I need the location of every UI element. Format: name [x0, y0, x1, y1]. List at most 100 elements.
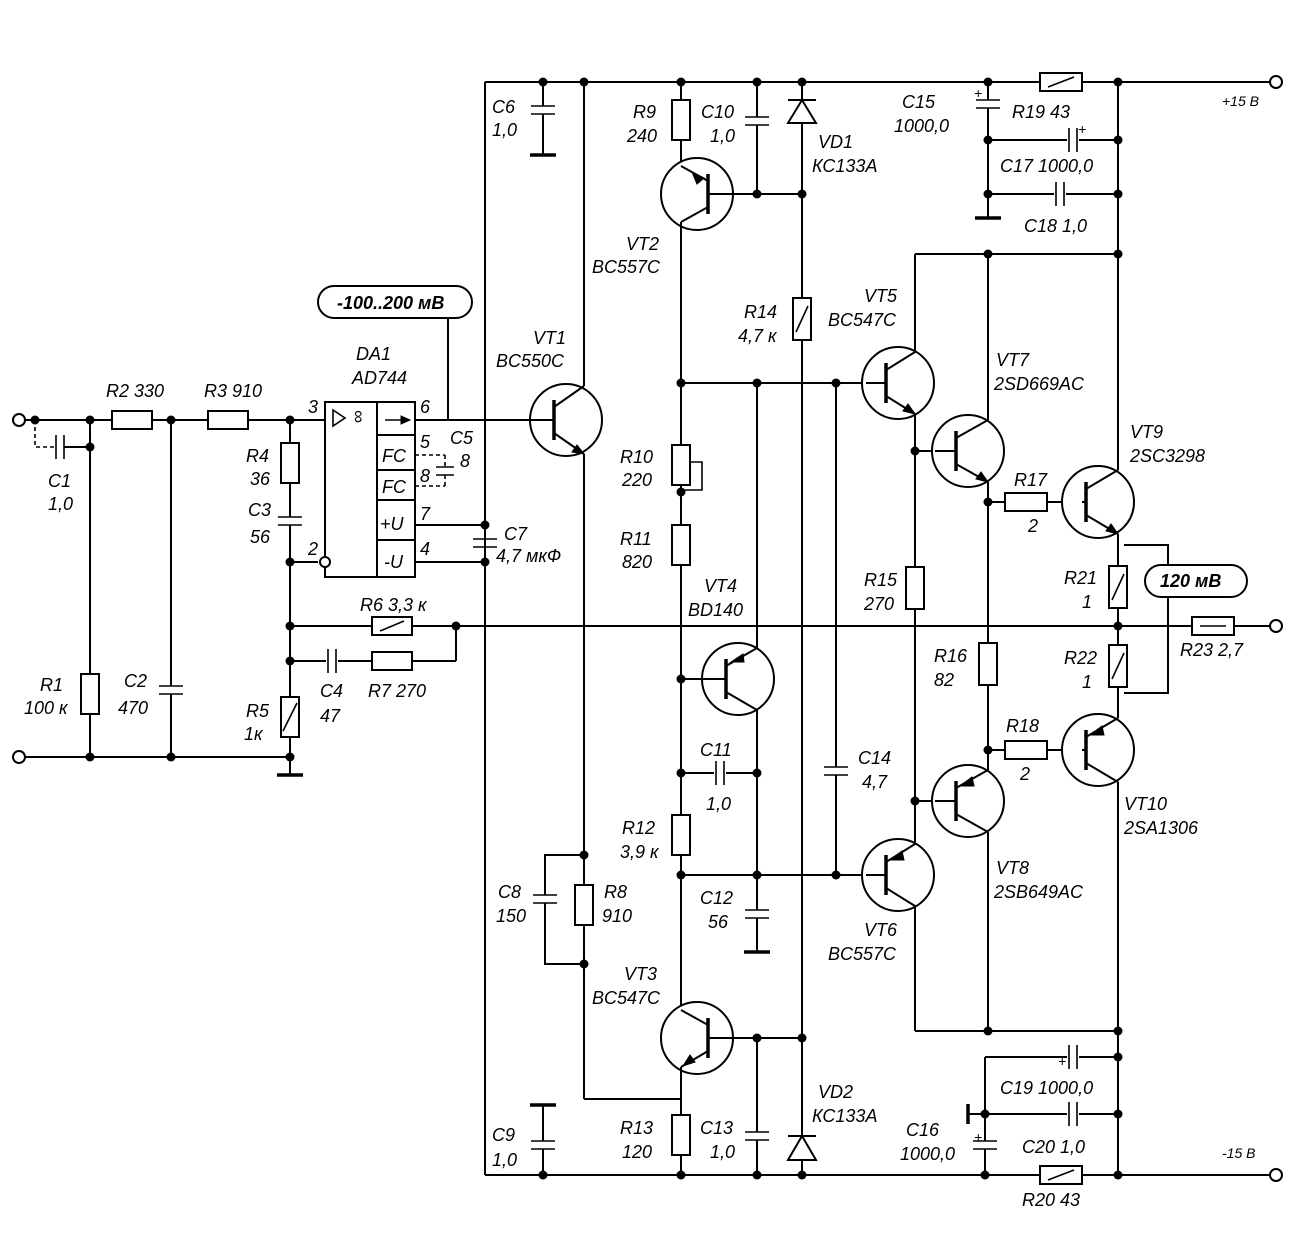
label-r4: R4 — [246, 446, 269, 466]
psu-positive — [975, 72, 1283, 220]
label-c6-value: 1,0 — [492, 120, 517, 140]
label-c20: C20 1,0 — [1022, 1137, 1085, 1157]
label-r17: R17 — [1014, 470, 1048, 490]
label-vt6-value: BC557C — [828, 944, 897, 964]
c8-r8-network — [533, 854, 681, 1100]
label-out-measurement: 120 мВ — [1160, 571, 1221, 591]
label-fc2: FC — [382, 477, 407, 497]
junction-dots — [30, 77, 1123, 1180]
input-terminal-ground[interactable] — [12, 750, 26, 764]
label-r21-value: 1 — [1082, 592, 1092, 612]
label-c13-value: 1,0 — [710, 1142, 735, 1162]
label-plus15v: +15 В — [1222, 93, 1259, 109]
label-plus-u: +U — [380, 514, 405, 534]
label-op-measurement: -100..200 мВ — [337, 293, 444, 313]
input-terminal-top[interactable] — [12, 413, 26, 427]
label-vt5: VT5 — [864, 286, 898, 306]
polarity-c16: + — [974, 1129, 982, 1145]
label-r12-value: 3,9 к — [620, 842, 660, 862]
label-vd1: VD1 — [818, 132, 853, 152]
label-c12: C12 — [700, 888, 733, 908]
label-c17: C17 1000,0 — [1000, 156, 1093, 176]
r15-resistor — [905, 566, 925, 610]
label-c2: C2 — [124, 671, 147, 691]
driver-stage — [824, 253, 1118, 1032]
label-r1-value: 100 к — [24, 698, 69, 718]
r2-resistor — [111, 410, 153, 430]
label-c1: C1 — [48, 471, 71, 491]
vt2-transistor — [660, 82, 802, 445]
label-r14-value: 4,7 к — [738, 326, 778, 346]
label-vt10-value: 2SA1306 — [1123, 818, 1199, 838]
label-minus-u: -U — [384, 552, 404, 572]
label-c11-value: 1,0 — [706, 794, 731, 814]
zener-chain — [786, 82, 818, 1175]
label-c18: C18 1,0 — [1024, 216, 1087, 236]
label-c3-value: 56 — [250, 527, 271, 547]
label-c13: C13 — [700, 1118, 733, 1138]
label-r17-value: 2 — [1027, 516, 1038, 536]
label-c16: C16 — [906, 1120, 940, 1140]
label-vt2: VT2 — [626, 234, 659, 254]
r7-resistor — [371, 651, 413, 671]
r18-resistor — [1004, 740, 1048, 760]
label-c2-value: 470 — [118, 698, 148, 718]
r17-resistor — [1004, 492, 1048, 512]
label-r11: R11 — [620, 529, 652, 549]
label-c16-value: 1000,0 — [900, 1144, 955, 1164]
r4-resistor — [280, 442, 300, 484]
label-r16: R16 — [934, 646, 968, 666]
label-pin5: 5 — [420, 432, 431, 452]
label-da1-value: AD744 — [351, 368, 407, 388]
label-r7: R7 270 — [368, 681, 426, 701]
label-c1-value: 1,0 — [48, 494, 73, 514]
r11-resistor — [671, 524, 691, 566]
label-r10-value: 220 — [621, 470, 652, 490]
label-r3: R3 910 — [204, 381, 262, 401]
label-r5-value: 1к — [244, 724, 264, 744]
label-pin4: 4 — [420, 539, 430, 559]
r10-resistor — [671, 444, 691, 486]
label-vt10: VT10 — [1124, 794, 1167, 814]
output-stage — [1061, 82, 1283, 1175]
label-c9-value: 1,0 — [492, 1150, 517, 1170]
output-terminal[interactable] — [1269, 619, 1283, 633]
label-pin8: 8 — [420, 466, 430, 486]
r12-resistor — [671, 814, 691, 856]
label-c5: C5 — [450, 428, 474, 448]
label-r18-value: 2 — [1019, 764, 1030, 784]
label-pin2: 2 — [307, 539, 318, 559]
label-c9: C9 — [492, 1125, 515, 1145]
label-r13: R13 — [620, 1118, 653, 1138]
label-pin6: 6 — [420, 397, 431, 417]
label-c11: C11 — [700, 740, 732, 760]
plus-15v-terminal[interactable] — [1269, 75, 1283, 89]
label-fc1: FC — [382, 446, 407, 466]
label-c14: C14 — [858, 748, 891, 768]
label-r12: R12 — [622, 818, 655, 838]
label-vd2: VD2 — [818, 1082, 853, 1102]
label-vt9: VT9 — [1130, 422, 1163, 442]
label-r11-value: 820 — [622, 552, 652, 572]
label-r19: R19 43 — [1012, 102, 1070, 122]
label-vt6: VT6 — [864, 920, 898, 940]
label-vt4-value: BD140 — [688, 600, 743, 620]
label-pin3: 3 — [308, 397, 318, 417]
label-vt3-value: BC547C — [592, 988, 661, 1008]
label-c7: C7 — [504, 524, 528, 544]
label-vt9-value: 2SC3298 — [1129, 446, 1205, 466]
label-vt4: VT4 — [704, 576, 737, 596]
label-r2: R2 330 — [106, 381, 164, 401]
label-da1: DA1 — [356, 344, 391, 364]
label-c10: C10 — [701, 102, 734, 122]
vt1-transistor — [529, 82, 603, 1099]
label-r18: R18 — [1006, 716, 1039, 736]
minus-15v-terminal[interactable] — [1269, 1168, 1283, 1182]
label-c4: C4 — [320, 681, 343, 701]
label-c12-value: 56 — [708, 912, 729, 932]
r9-resistor — [671, 99, 691, 141]
r16-resistor — [978, 642, 998, 686]
polarity-c19: + — [1058, 1053, 1066, 1069]
psu-negative — [966, 1045, 1283, 1185]
label-r5: R5 — [246, 701, 270, 721]
